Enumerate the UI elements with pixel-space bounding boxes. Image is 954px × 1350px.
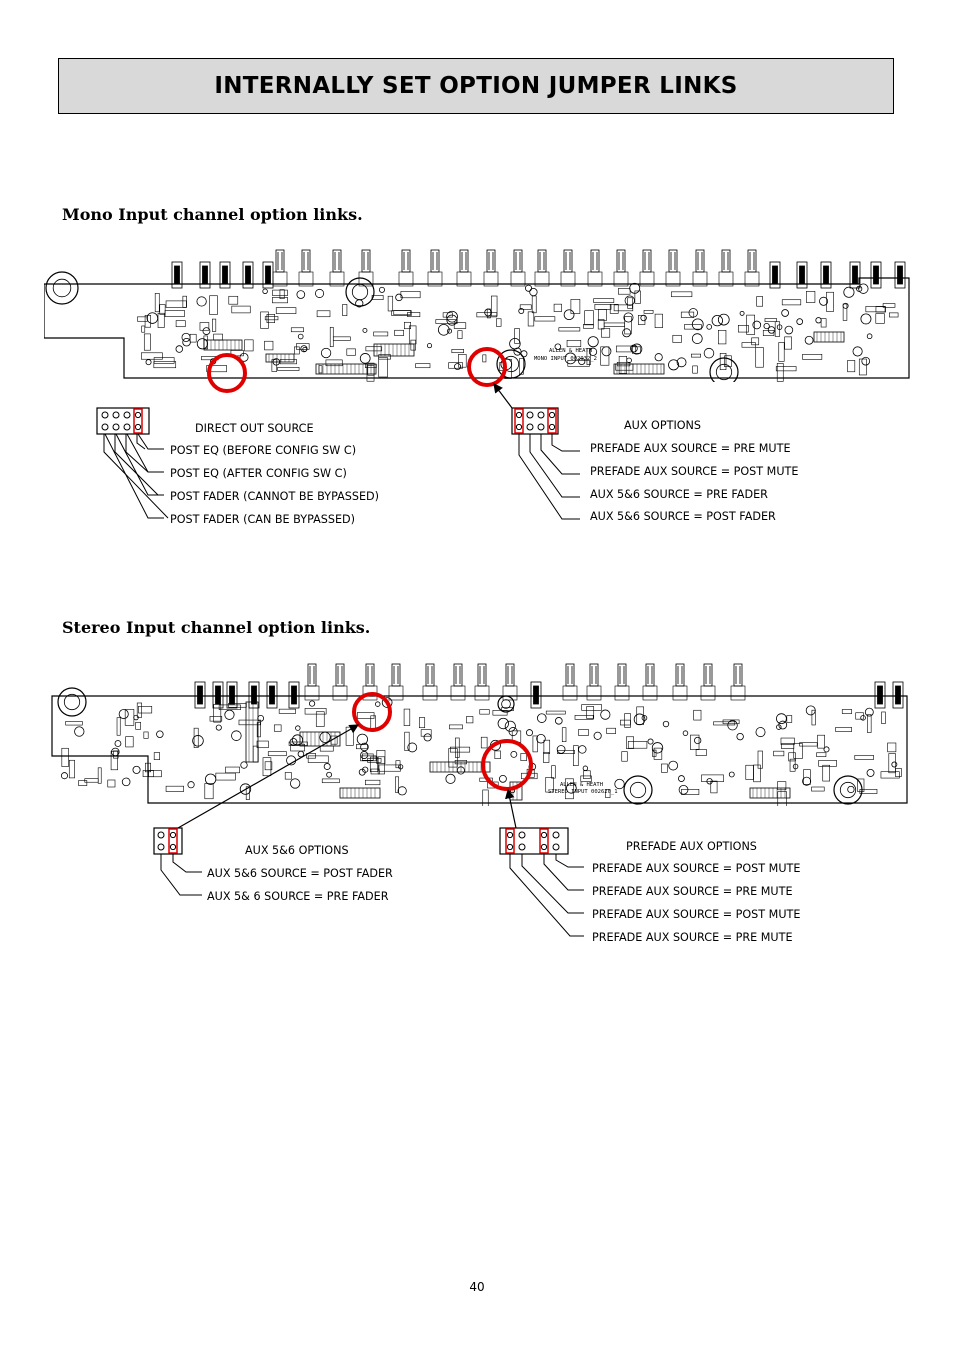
mono-board-model: MONO INPUT 002932_2	[534, 356, 597, 362]
mono-board-brand: ALLEN & HEATH	[549, 348, 592, 354]
aux56-option-2: AUX 5& 6 SOURCE = PRE FADER	[207, 890, 389, 903]
aux-option-4: AUX 5&6 SOURCE = POST FADER	[590, 510, 776, 523]
aux-options-title: AUX OPTIONS	[624, 419, 702, 432]
direct-out-option-1: POST EQ (BEFORE CONFIG SW C)	[170, 444, 357, 457]
prefade-option-2: PREFADE AUX SOURCE = PRE MUTE	[592, 885, 793, 898]
direct-out-jumper-block	[96, 407, 150, 435]
direct-out-option-3: POST FADER (CANNOT BE BYPASSED)	[170, 490, 380, 503]
direct-out-option-4: POST FADER (CAN BE BYPASSED)	[170, 513, 356, 526]
aux-option-3: AUX 5&6 SOURCE = PRE FADER	[590, 488, 768, 501]
mono-pcb-diagram: ALLEN & HEATH MONO INPUT 002932_2	[44, 249, 910, 382]
aux-option-1: PREFADE AUX SOURCE = PRE MUTE	[590, 442, 791, 455]
aux-jumper-block	[511, 407, 559, 435]
direct-out-title: DIRECT OUT SOURCE	[195, 422, 314, 435]
prefade-option-3: PREFADE AUX SOURCE = POST MUTE	[592, 908, 801, 921]
prefade-option-4: PREFADE AUX SOURCE = PRE MUTE	[592, 931, 793, 944]
direct-out-option-2: POST EQ (AFTER CONFIG SW C)	[170, 467, 347, 480]
aux-leaders	[518, 434, 580, 520]
aux-option-2: PREFADE AUX SOURCE = POST MUTE	[590, 465, 799, 478]
stereo-section-heading: Stereo Input channel option links.	[62, 618, 371, 637]
aux56-options-title: AUX 5&6 OPTIONS	[245, 844, 349, 857]
prefade-jumper-block	[499, 827, 569, 855]
stereo-pcb-diagram: ALLEN & HEATH STEREO INPUT 002620_1	[51, 663, 908, 806]
stereo-board-model: STEREO INPUT 002620_1	[548, 789, 618, 795]
aux56-option-1: AUX 5&6 SOURCE = POST FADER	[207, 867, 393, 880]
direct-out-leaders	[103, 433, 169, 519]
prefade-option-1: PREFADE AUX SOURCE = POST MUTE	[592, 862, 801, 875]
page-number: 40	[469, 1280, 485, 1294]
title-banner: INTERNALLY SET OPTION JUMPER LINKS	[58, 58, 894, 114]
prefade-leaders	[509, 854, 584, 937]
prefade-options-title: PREFADE AUX OPTIONS	[626, 840, 757, 853]
page-title: INTERNALLY SET OPTION JUMPER LINKS	[214, 73, 738, 99]
aux56-leaders	[160, 854, 202, 896]
mono-section-heading: Mono Input channel option links.	[62, 205, 363, 224]
aux56-jumper-block	[153, 827, 183, 855]
stereo-board-brand: ALLEN & HEATH	[560, 782, 603, 788]
